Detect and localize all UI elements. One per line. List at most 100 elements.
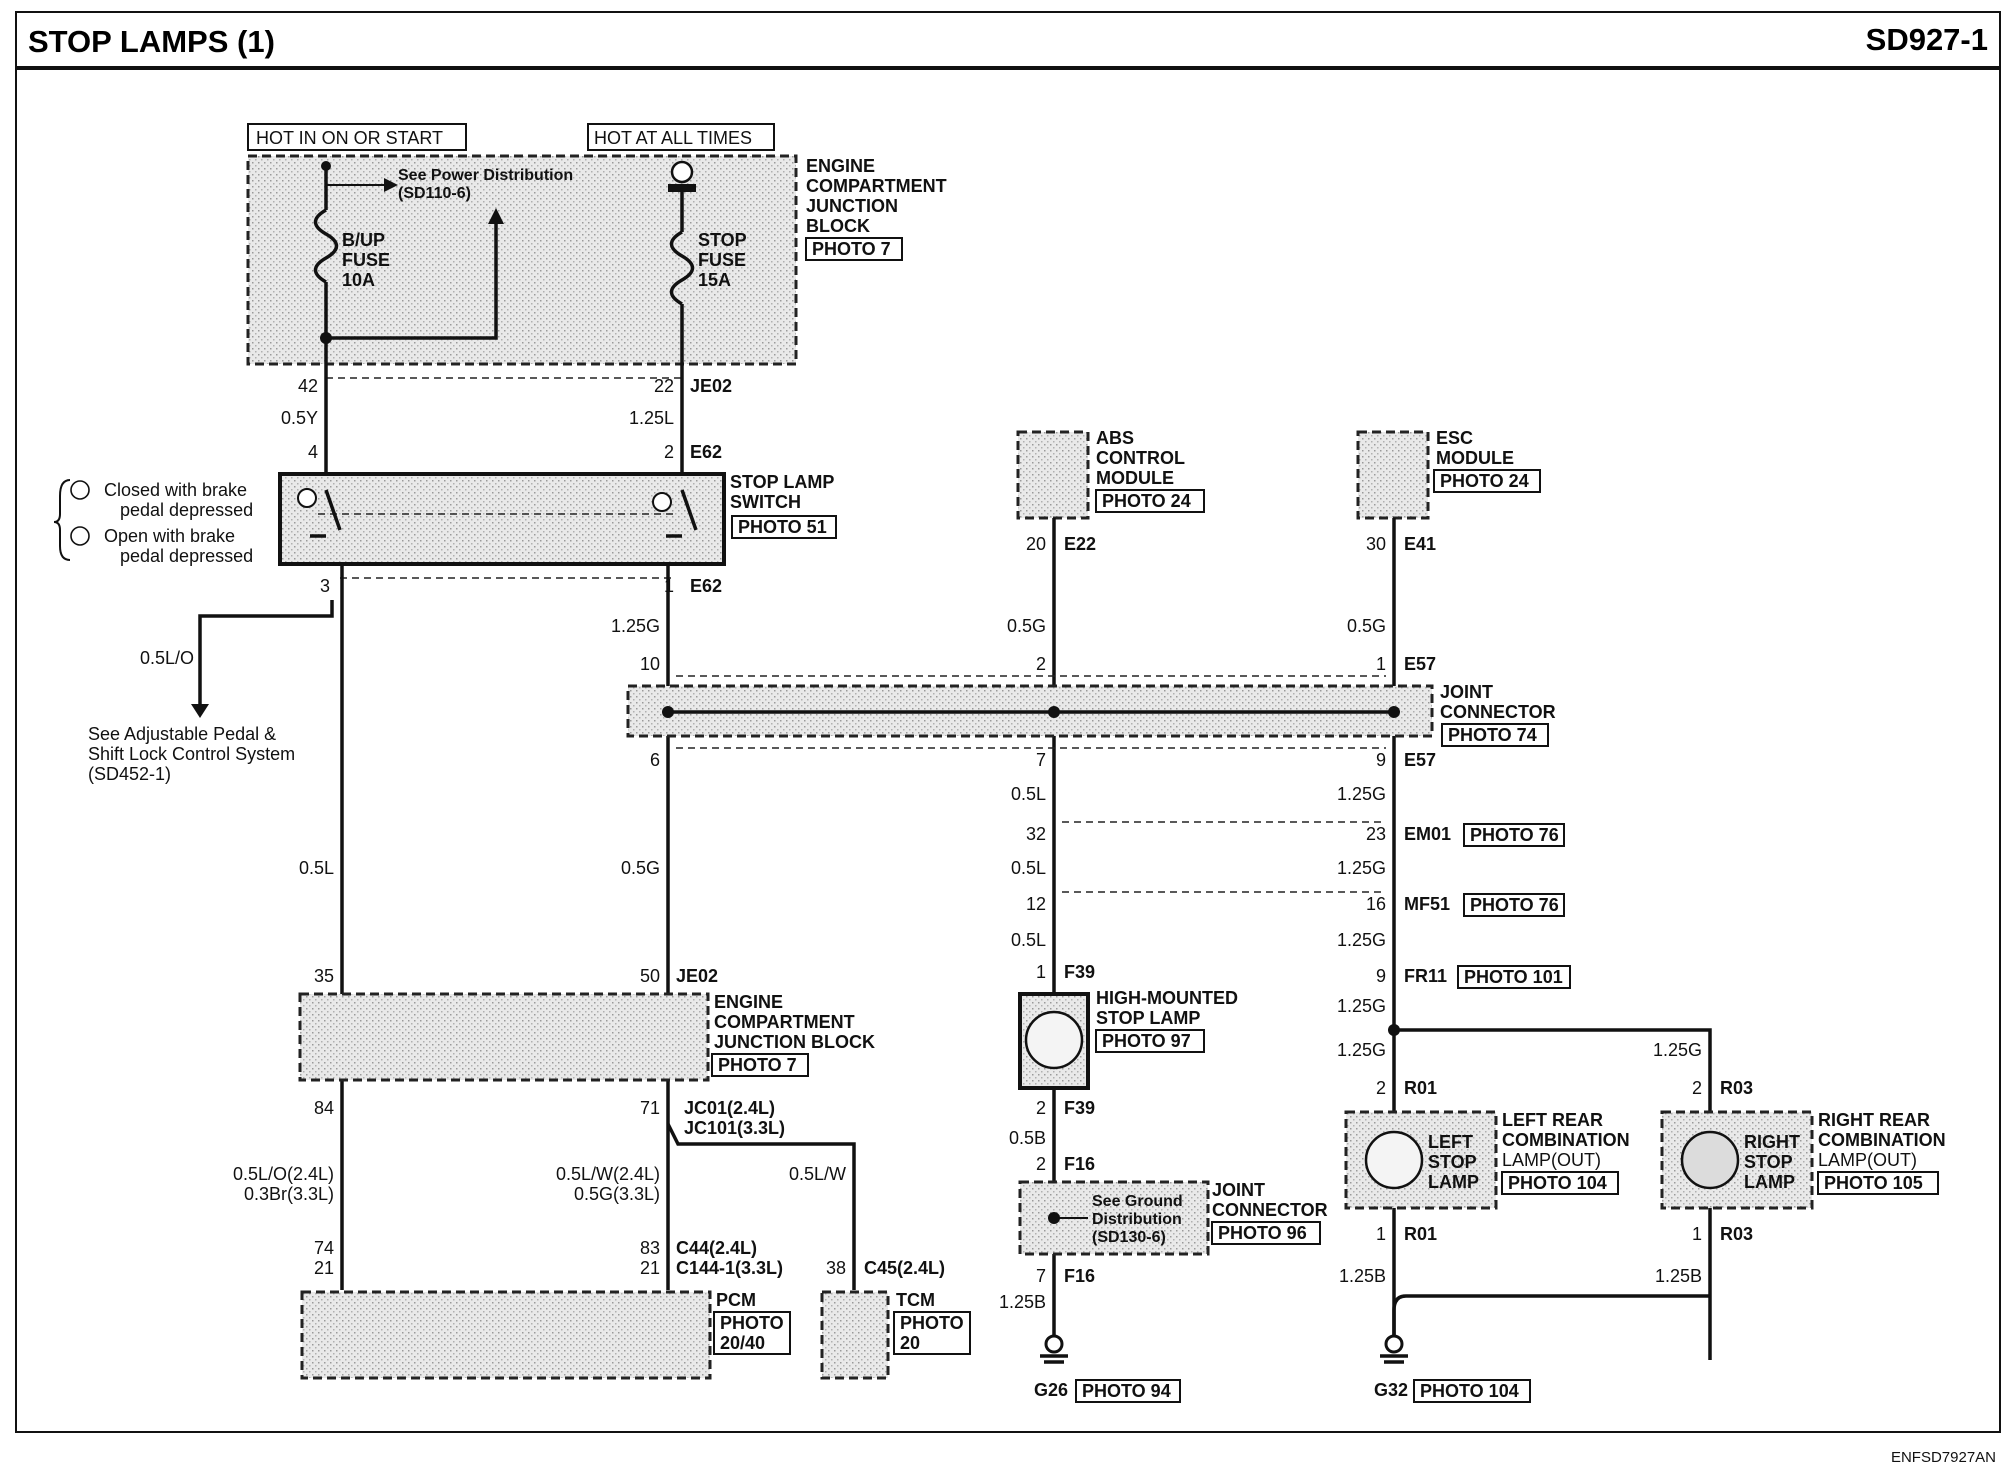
pin-1-r03: 1	[1692, 1224, 1702, 1244]
diagram-code: SD927-1	[1866, 22, 1988, 57]
switch-photo: PHOTO 51	[738, 517, 827, 537]
joint-photo: PHOTO 74	[1448, 725, 1537, 745]
c45-label: C45(2.4L)	[864, 1258, 945, 1278]
pcm-photo-box	[713, 1311, 791, 1355]
engine-jb-label-4: BLOCK	[806, 216, 870, 236]
page-title: STOP LAMPS (1)	[28, 24, 275, 59]
note-b-marker-icon	[70, 526, 90, 546]
wire-label-05g-a: 0.5G	[621, 858, 660, 878]
right-name-1: RIGHT REAR	[1818, 1110, 1930, 1130]
pin-21-a: 21	[314, 1258, 334, 1278]
wire-label-05lo: 0.5L/O	[140, 648, 194, 668]
wire-label-05l-c: 0.5L	[1011, 858, 1046, 878]
hmsl-label-2: STOP LAMP	[1096, 1008, 1200, 1028]
em01-label: EM01	[1404, 824, 1451, 844]
pin-38: 38	[826, 1258, 846, 1278]
pin-7-f16: 7	[1036, 1266, 1046, 1286]
stop-fuse-label-2: FUSE	[698, 250, 746, 270]
g26-photo-box	[1075, 1379, 1181, 1403]
note-b-line-1: Open with brake	[104, 526, 235, 546]
pin-20: 20	[1026, 534, 1046, 554]
pin-10: 10	[640, 654, 660, 674]
wire-label-125g-f: 1.25G	[1337, 1040, 1386, 1060]
pin-50: 50	[640, 966, 660, 986]
wire-label-125g-e: 1.25G	[1337, 996, 1386, 1016]
g32-photo: PHOTO 104	[1420, 1381, 1519, 1401]
esc-photo-box	[1433, 469, 1541, 493]
pin-1-f39: 1	[1036, 962, 1046, 982]
pin-6: 6	[650, 750, 660, 770]
wire-label-125b-b: 1.25B	[1339, 1266, 1386, 1286]
engine-junction-block-mid	[298, 992, 710, 1082]
battery-bar-icon	[668, 184, 696, 192]
left-name-3: LAMP(OUT)	[1502, 1150, 1601, 1170]
pin-2-f16: 2	[1036, 1154, 1046, 1174]
engine-jb-label-1: ENGINE	[806, 156, 875, 176]
tcm-module	[820, 1290, 890, 1380]
wire-label-05g-abs: 0.5G	[1007, 616, 1046, 636]
g32-ground-bars-icon	[1380, 1354, 1408, 1364]
pin-2-f39: 2	[1036, 1098, 1046, 1118]
left-lamp-label-3: LAMP	[1428, 1172, 1479, 1192]
r01-top-label: R01	[1404, 1078, 1437, 1098]
see-ground-3: (SD130-6)	[1092, 1229, 1166, 1246]
je02-mid-label: JE02	[676, 966, 718, 986]
switch-label-2: SWITCH	[730, 492, 801, 512]
bup-fuse-label-2: FUSE	[342, 250, 390, 270]
pin-71: 71	[640, 1098, 660, 1118]
pin-3: 3	[320, 576, 330, 596]
engine-jb2-label-3: JUNCTION BLOCK	[714, 1032, 875, 1052]
left-name-2: COMBINATION	[1502, 1130, 1630, 1150]
frame	[15, 11, 2001, 1433]
esc-label-1: ESC	[1436, 428, 1473, 448]
wire-label-pcm-b1: 0.5L/W(2.4L)	[556, 1164, 660, 1184]
see-adjustable-2: Shift Lock Control System	[88, 744, 295, 764]
esc-module	[1356, 430, 1430, 520]
f16-bottom-label: F16	[1064, 1266, 1095, 1286]
wire-label-pcm-b2: 0.5G(3.3L)	[574, 1184, 660, 1204]
fr11-photo-box	[1457, 965, 1571, 989]
wire-label-125l: 1.25L	[629, 408, 674, 428]
jc101-label: JC101(3.3L)	[684, 1118, 785, 1138]
wire-label-125b-c: 1.25B	[1655, 1266, 1702, 1286]
jc01-label: JC01(2.4L)	[684, 1098, 775, 1118]
left-lamp-label-1: LEFT	[1428, 1132, 1473, 1152]
engine-jb-label-2: COMPARTMENT	[806, 176, 947, 196]
pin-35: 35	[314, 966, 334, 986]
f39-top-label: F39	[1064, 962, 1095, 982]
wire-label-125g-g: 1.25G	[1653, 1040, 1702, 1060]
see-power-label: See Power Distribution	[398, 167, 573, 184]
switch-photo-box	[731, 515, 837, 539]
e62-top-label: E62	[690, 442, 722, 462]
mf51-photo: PHOTO 76	[1470, 895, 1559, 915]
pin-30: 30	[1366, 534, 1386, 554]
right-lamp-label-3: LAMP	[1744, 1172, 1795, 1192]
see-ground-2: Distribution	[1092, 1211, 1182, 1228]
fr11-label: FR11	[1404, 966, 1447, 986]
abs-photo-box	[1095, 489, 1205, 513]
see-adjustable-1: See Adjustable Pedal &	[88, 724, 276, 744]
left-lamp-label-2: STOP	[1428, 1152, 1477, 1172]
right-name-2: COMBINATION	[1818, 1130, 1946, 1150]
engine-jb2-photo-box	[711, 1053, 809, 1077]
r03-bottom-label: R03	[1720, 1224, 1753, 1244]
e41-label: E41	[1404, 534, 1436, 554]
stop-fuse-label-3: 15A	[698, 270, 731, 290]
abs-label-1: ABS	[1096, 428, 1134, 448]
wire-label-125g-d: 1.25G	[1337, 930, 1386, 950]
mf51-label: MF51	[1404, 894, 1450, 914]
power-dist-arrow-icon	[384, 178, 398, 192]
joint2-label-2: CONNECTOR	[1212, 1200, 1328, 1220]
pin-2-r01: 2	[1376, 1078, 1386, 1098]
pin-1-e57: 1	[1376, 654, 1386, 674]
hot-on-start-label: HOT IN ON OR START	[256, 128, 443, 148]
tcm-photo-1: PHOTO	[900, 1313, 964, 1333]
joint-node-1	[662, 706, 674, 718]
engine-jb-photo-box	[805, 237, 903, 261]
wire-right-ground-return	[1392, 1294, 1710, 1336]
wire-label-05l-d: 0.5L	[1011, 930, 1046, 950]
joint-node-3	[1388, 706, 1400, 718]
e57-connector-lines	[676, 675, 1386, 749]
switch-note-brace	[53, 479, 71, 561]
